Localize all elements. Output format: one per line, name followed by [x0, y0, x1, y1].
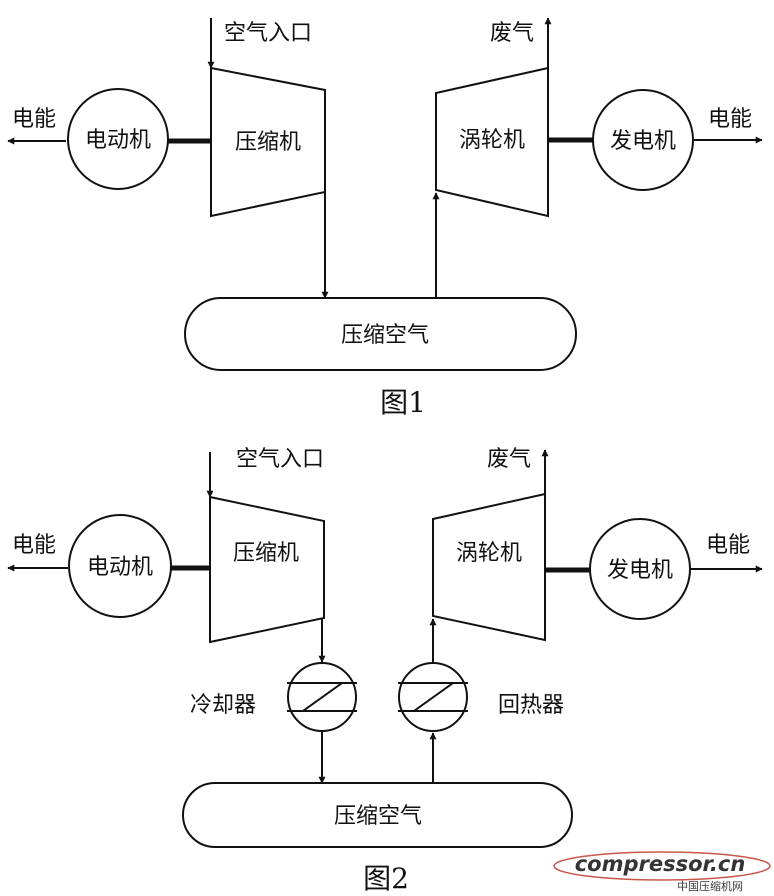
regenerator-label: 回热器 — [498, 693, 564, 718]
exhaust-label: 废气 — [490, 21, 534, 46]
motor-label: 电动机 — [85, 128, 151, 153]
compressor-label: 压缩机 — [235, 130, 301, 155]
figure-2-caption: 图2 — [363, 862, 409, 895]
watermark-logo: compressor.cn 中国压缩机网 — [553, 851, 771, 893]
generator-label: 发电机 — [610, 129, 676, 154]
generator-label: 发电机 — [607, 558, 673, 583]
compressed-air-storage — [182, 782, 573, 848]
regenerator-coil — [410, 682, 457, 712]
cooler-coil — [299, 682, 346, 712]
exhaust-label: 废气 — [487, 447, 531, 472]
air-inlet-label: 空气入口 — [224, 21, 312, 46]
turbine-shape — [432, 492, 546, 642]
storage-label: 压缩空气 — [341, 323, 429, 348]
turbine-label: 涡轮机 — [459, 128, 525, 153]
turbine-label: 涡轮机 — [456, 541, 522, 566]
cooler — [287, 662, 357, 732]
output-power-label: 电能 — [706, 533, 750, 558]
regenerator — [398, 662, 468, 732]
turbine-shape — [435, 66, 549, 218]
compressor-label: 压缩机 — [233, 541, 299, 566]
compressor-shape — [209, 495, 325, 644]
output-power-label: 电能 — [708, 107, 752, 132]
figure-1-caption: 图1 — [380, 386, 426, 419]
watermark-swoosh — [553, 851, 771, 881]
compressed-air-storage — [184, 297, 577, 371]
figure-1: 电能 电动机 压缩机 空气入口 涡轮机 废气 发电机 电能 压缩空气 — [7, 17, 763, 419]
motor-label: 电动机 — [87, 555, 153, 580]
cooler-label: 冷却器 — [190, 693, 256, 718]
watermark-brand: compressor.cn — [575, 852, 746, 876]
storage-label: 压缩空气 — [334, 804, 422, 829]
figure-2: 电能 电动机 压缩机 空气入口 冷却器 — [7, 447, 763, 895]
input-power-label: 电能 — [12, 107, 56, 132]
watermark-site-name: 中国压缩机网 — [677, 879, 743, 893]
air-inlet-label: 空气入口 — [236, 447, 324, 472]
input-power-label: 电能 — [12, 533, 56, 558]
